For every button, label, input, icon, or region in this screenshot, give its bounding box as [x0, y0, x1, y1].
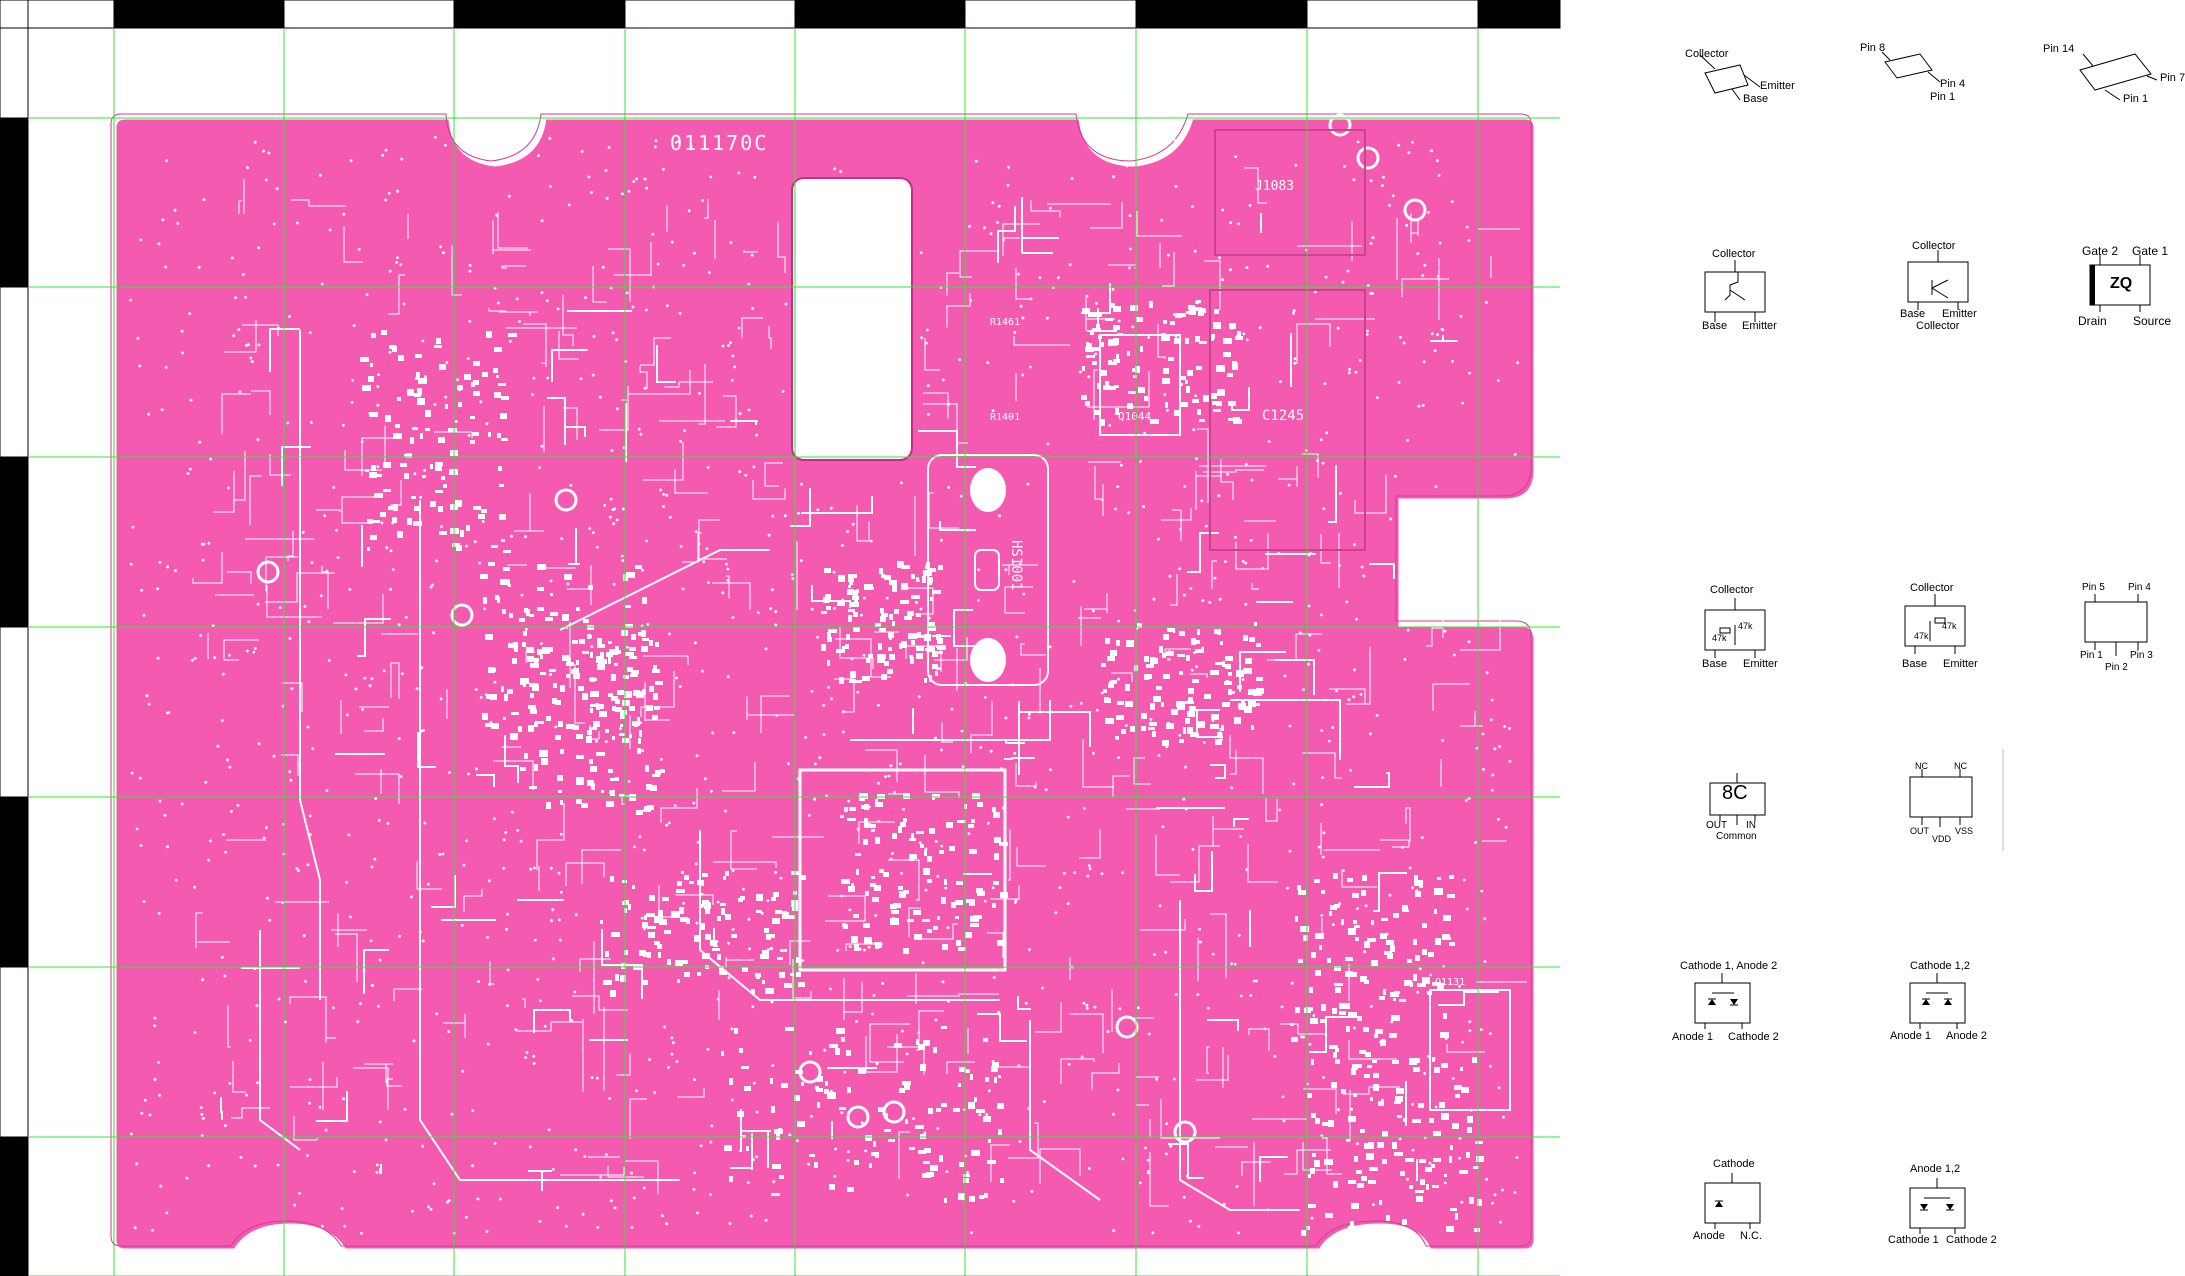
digital2-base-label: Base — [1902, 658, 1928, 670]
so8-pin4-label: Pin 4 — [1940, 78, 1966, 90]
diode-cc-anode2-label: Anode 2 — [1946, 1030, 1987, 1042]
regulator-in-label: IN — [1746, 820, 1756, 831]
so8-pin1-label: Pin 1 — [1930, 91, 1956, 103]
digital2-r2-label: 47k — [1914, 631, 1929, 641]
so14-pin7-label: Pin 7 — [2160, 72, 2185, 84]
vdet-nc1-label: NC — [1915, 761, 1928, 771]
digital2-r1-label: 47k — [1942, 621, 1957, 631]
regulator-common-label: Common — [1716, 831, 1757, 842]
digital1-collector-label: Collector — [1710, 584, 1754, 596]
sot5-pin5-label: Pin 5 — [2082, 582, 2105, 593]
ref-r1401: R1401 — [990, 412, 1020, 423]
single-diode-package: Cathode Anode N.C. — [1665, 1155, 1785, 1245]
vdet-nc2-label: NC — [1954, 761, 1967, 771]
regulator-out-label: OUT — [1706, 820, 1728, 831]
digital1-r2-label: 47k — [1712, 633, 1727, 643]
sot23-emitter-label: Emitter — [1760, 80, 1795, 92]
diode-single-top-label: Cathode — [1713, 1158, 1755, 1170]
ref-c1245: C1245 — [1262, 408, 1304, 424]
dual-diode-common-cathode-package: Cathode 1,2 Anode 1 Anode 2 — [1870, 955, 2000, 1045]
sot5-pin2-label: Pin 2 — [2105, 662, 2128, 673]
fet-gate2-label: Gate 2 — [2082, 244, 2119, 258]
digital-transistor-1-package: Collector 47k 47k Base Emitter — [1670, 584, 1790, 680]
digital1-emitter-label: Emitter — [1743, 658, 1778, 670]
ref-hs1001: HS1001 — [1008, 540, 1024, 591]
digital1-base-label: Base — [1702, 658, 1728, 670]
diode-ca-anode1-label: Anode 1 — [1672, 1031, 1713, 1043]
pnp-transistor-package: Collector Base Emitter Collector — [1870, 240, 1990, 340]
pnp-base-label: Base — [1900, 308, 1926, 320]
ref-r1461: R1461 — [990, 317, 1020, 328]
fet-source-label: Source — [2133, 314, 2172, 328]
ref-j1083: J1083 — [1255, 179, 1294, 194]
diode-cc-top-label: Cathode 1,2 — [1910, 960, 1970, 972]
sot5-pin1-label: Pin 1 — [2080, 650, 2103, 661]
ref-q1131: Q1131 — [1435, 977, 1465, 988]
vdet-vdd-label: VDD — [1932, 834, 1952, 844]
sot5-pin4-label: Pin 4 — [2128, 582, 2151, 593]
pcb-layout-view: 011170C J1083 C1245 Q1044 HS1001 Q1131 R… — [0, 0, 1561, 1276]
so14-pin14-label: Pin 14 — [2043, 43, 2075, 55]
top-ruler — [27, 0, 1561, 29]
dual-gate-fet-package: Gate 2 Gate 1 ZQ Drain Source — [2050, 240, 2172, 340]
so8-package: Pin 8 Pin 4 Pin 1 — [1840, 40, 1980, 110]
fet-drain-label: Drain — [2078, 314, 2107, 328]
sot23-base-label: Base — [1743, 93, 1769, 105]
fet-gate1-label: Gate 1 — [2132, 244, 2169, 258]
pnp-collector-top-label: Collector — [1912, 240, 1956, 252]
sot23-collector-label: Collector — [1685, 48, 1729, 60]
pnp-collector-bottom-label: Collector — [1916, 320, 1960, 332]
shield-area — [798, 768, 1007, 972]
sot23-package: Collector Emitter Base — [1660, 45, 1800, 115]
npn-collector-label: Collector — [1712, 248, 1756, 260]
diode-cc-anode1-label: Anode 1 — [1890, 1030, 1931, 1042]
diode-aa-cathode1-label: Cathode 1 — [1888, 1234, 1939, 1246]
npn-transistor-package: Collector Base Emitter — [1670, 248, 1780, 340]
regulator-8c-package: 8C OUT IN Common — [1670, 765, 1780, 845]
vdet-vss-label: VSS — [1955, 826, 1974, 836]
sot5-pin3-label: Pin 3 — [2130, 650, 2153, 661]
diode-aa-top-label: Anode 1,2 — [1910, 1163, 1961, 1175]
left-ruler — [0, 0, 29, 1276]
diode-ca-top-label: Cathode 1, Anode 2 — [1680, 960, 1778, 972]
so14-package: Pin 14 Pin 7 Pin 1 — [2035, 40, 2185, 115]
dual-diode-series-package: Cathode 1, Anode 2 Anode 1 Cathode 2 — [1650, 955, 1800, 1045]
diode-single-anode-label: Anode — [1693, 1230, 1725, 1242]
digital-transistor-2-package: Collector 47k 47k Base Emitter — [1870, 582, 1990, 676]
pnp-emitter-label: Emitter — [1942, 308, 1977, 320]
voltage-detector-package: NC NC OUT VSS VDD — [1870, 749, 2010, 855]
board-cutout-slot — [791, 177, 913, 461]
so8-pin8-label: Pin 8 — [1860, 42, 1886, 54]
diode-ca-cathode2-label: Cathode 2 — [1728, 1031, 1779, 1043]
pcb-vias — [129, 136, 1520, 1235]
fet-marking: ZQ — [2110, 275, 2133, 292]
npn-base-label: Base — [1702, 320, 1728, 332]
vdet-out-label: OUT — [1910, 826, 1929, 836]
dual-diode-common-anode-package: Anode 1,2 Cathode 1 Cathode 2 — [1840, 1160, 1997, 1250]
green-grid — [28, 28, 1560, 1276]
digital2-emitter-label: Emitter — [1943, 658, 1978, 670]
digital1-r1-label: 47k — [1738, 621, 1753, 631]
so14-pin1-label: Pin 1 — [2123, 93, 2149, 105]
diode-aa-cathode2-label: Cathode 2 — [1946, 1234, 1997, 1246]
board-id-text: 011170C — [670, 131, 768, 155]
package-legend: Collector Emitter Base Pin 8 Pin 4 Pin 1… — [1630, 0, 2185, 1276]
sot23-5-package: Pin 5 Pin 4 Pin 1 Pin 3 Pin 2 — [2060, 580, 2170, 680]
ref-q1044: Q1044 — [1118, 410, 1151, 423]
diode-single-nc-label: N.C. — [1740, 1230, 1762, 1242]
digital2-collector-label: Collector — [1910, 582, 1954, 594]
npn-emitter-label: Emitter — [1742, 320, 1777, 332]
heatsink-outline — [927, 454, 1049, 686]
regulator-marking: 8C — [1722, 782, 1748, 804]
